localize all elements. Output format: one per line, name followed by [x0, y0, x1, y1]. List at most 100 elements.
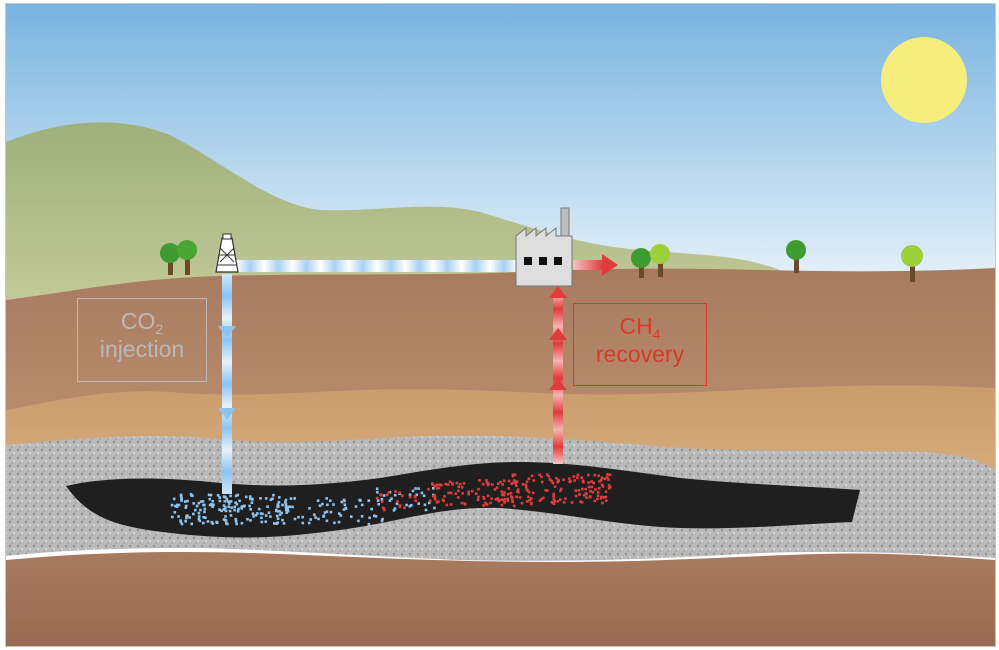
gas-particle: [580, 501, 584, 504]
gas-particle: [278, 496, 281, 499]
gas-particle: [413, 495, 417, 498]
gas-particle: [233, 505, 236, 509]
gas-particle: [375, 496, 379, 500]
gas-particle: [394, 490, 397, 493]
gas-particle: [207, 493, 211, 497]
gas-particle: [559, 487, 563, 491]
gas-particle: [271, 497, 274, 500]
gas-particle: [325, 497, 328, 500]
gas-particle: [591, 491, 594, 494]
gas-particle: [581, 479, 585, 483]
gas-particle: [354, 505, 358, 508]
factory-icon: [515, 207, 573, 287]
gas-particle: [600, 483, 604, 487]
gas-particle: [487, 482, 490, 486]
gas-particle: [251, 512, 255, 515]
gas-particle: [548, 478, 552, 481]
gas-particle: [435, 487, 439, 490]
gas-particle: [515, 495, 518, 499]
gas-particle: [308, 507, 311, 510]
gas-particle: [581, 487, 584, 491]
gas-particle: [599, 497, 603, 500]
gas-particle: [603, 477, 607, 481]
gas-particle: [291, 505, 294, 509]
frame: [5, 3, 996, 647]
gas-particle: [332, 503, 335, 506]
gas-particle: [226, 500, 230, 503]
gas-particle: [338, 512, 341, 515]
gas-particle: [180, 499, 183, 502]
drilling-rig-icon: [215, 233, 239, 273]
gas-particle: [211, 505, 214, 509]
gas-particle: [511, 500, 514, 504]
gas-particle: [212, 503, 215, 507]
gas-particle: [344, 507, 348, 510]
gas-particle: [177, 503, 181, 507]
gas-particle: [367, 499, 371, 502]
gas-particle: [584, 487, 587, 491]
gas-particle: [482, 496, 485, 499]
gas-particle: [202, 521, 205, 525]
gas-particle: [477, 487, 480, 491]
gas-particle: [553, 499, 556, 503]
gas-particle: [482, 504, 485, 507]
gas-particle: [179, 493, 183, 497]
down-arrow-icon: [218, 326, 236, 338]
gas-particle: [285, 508, 288, 512]
gas-particle: [443, 495, 446, 498]
gas-particle: [246, 517, 249, 521]
gas-particle: [542, 496, 545, 500]
gas-particle: [322, 515, 325, 518]
gas-particle: [546, 473, 549, 476]
gas-particle: [293, 517, 297, 521]
gas-particle: [604, 499, 608, 502]
gas-particle: [229, 500, 233, 503]
gas-particle: [578, 493, 581, 496]
gas-particle: [199, 508, 202, 512]
gas-particle: [570, 501, 574, 504]
gas-particle: [236, 493, 240, 497]
gas-particle: [375, 487, 379, 491]
ground-bottom: [6, 552, 995, 646]
gas-particle: [593, 499, 597, 503]
gas-particle: [587, 473, 590, 477]
gas-particle: [261, 512, 264, 516]
gas-particle: [511, 473, 515, 477]
gas-particle: [188, 516, 191, 519]
gas-particle: [284, 506, 288, 509]
gas-particle: [531, 491, 535, 495]
gas-particle: [224, 518, 227, 522]
gas-particle: [284, 500, 287, 504]
gas-particle: [326, 503, 329, 507]
gas-particle: [235, 522, 238, 526]
gas-particle: [437, 500, 440, 503]
gas-particle: [251, 498, 254, 501]
gas-particle: [432, 494, 435, 498]
gas-particle: [313, 513, 316, 516]
gas-particle: [204, 516, 207, 519]
gas-particle: [382, 494, 386, 497]
gas-particle: [551, 481, 555, 485]
gas-particle: [496, 497, 500, 500]
gas-particle: [179, 495, 183, 498]
gas-particle: [530, 502, 533, 506]
co2-injection-pipe: [222, 274, 232, 494]
gas-particle: [218, 496, 221, 499]
gas-particle: [222, 504, 226, 507]
gas-particle: [203, 510, 206, 514]
gas-particle: [373, 514, 376, 518]
gas-particle: [460, 486, 464, 489]
gas-particle: [225, 497, 229, 501]
gas-particle: [540, 475, 543, 479]
gas-particle: [454, 492, 458, 495]
gas-particle: [538, 473, 541, 477]
gas-particle: [495, 486, 499, 489]
gas-particle: [509, 491, 513, 495]
gas-particle: [380, 519, 384, 523]
gas-particle: [293, 497, 296, 500]
gas-particle: [437, 486, 441, 490]
gas-particle: [343, 503, 347, 506]
gas-particle: [441, 498, 445, 502]
gas-particle: [388, 499, 392, 502]
gas-particle: [185, 514, 189, 517]
